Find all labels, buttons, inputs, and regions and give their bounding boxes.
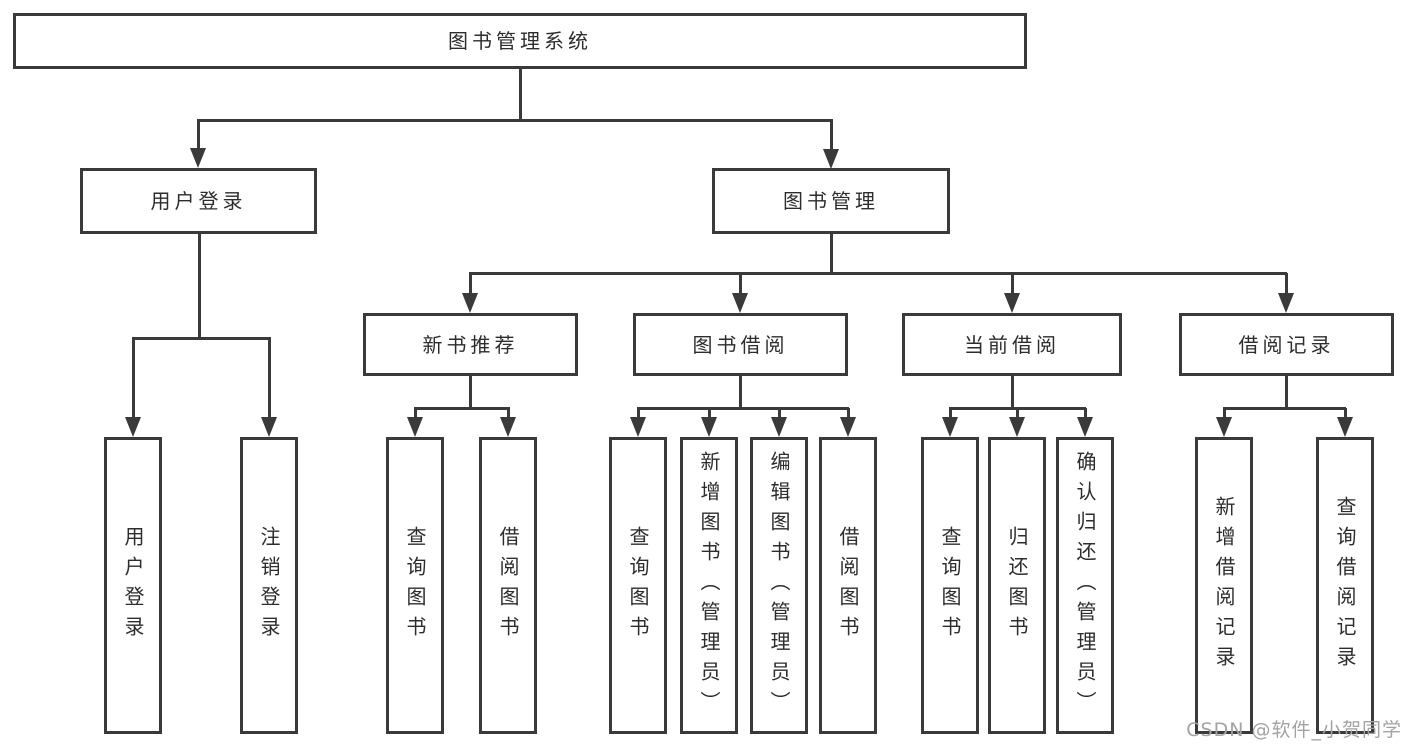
connector-user-login-stem — [198, 234, 201, 340]
leaf-return-books: 归还图书 — [988, 437, 1046, 734]
leaf-confirm-return-admin-label: 确认归还（管理员） — [1073, 450, 1097, 721]
arrow-to-borrow-record — [1278, 273, 1294, 313]
connector-new-book-bus — [414, 407, 510, 410]
leaf-borrow-books-borrowing-label: 借阅图书 — [836, 525, 860, 646]
leaf-add-books-admin: 新增图书（管理员） — [680, 437, 738, 734]
arrow-to-leaf-edit-book — [771, 408, 787, 437]
connector-user-login-bus — [132, 337, 271, 340]
leaf-logout-label: 注销登录 — [257, 525, 281, 646]
connector-book-borrow-stem — [739, 376, 742, 410]
node-current-borrowing-label: 当前借阅 — [964, 332, 1060, 357]
arrow-to-leaf-query-1 — [407, 408, 423, 437]
node-book-borrowing: 图书借阅 — [633, 313, 848, 376]
arrow-to-leaf-query-2 — [630, 408, 646, 437]
arrow-to-book-borrow — [732, 273, 748, 313]
connector-borrow-record-stem — [1285, 376, 1288, 410]
arrow-to-user-login — [190, 120, 206, 168]
node-root: 图书管理系统 — [13, 13, 1027, 69]
arrow-to-current-borrow — [1004, 273, 1020, 313]
connector-new-book-stem — [469, 376, 472, 410]
node-current-borrowing: 当前借阅 — [902, 313, 1122, 376]
leaf-query-books-borrowing: 查询图书 — [609, 437, 667, 734]
arrow-to-leaf-return-book — [1009, 408, 1025, 437]
leaf-query-books-borrowing-label: 查询图书 — [626, 525, 650, 646]
arrow-to-leaf-logout — [261, 338, 277, 437]
node-user-login: 用户登录 — [80, 168, 317, 234]
node-book-borrowing-label: 图书借阅 — [692, 332, 789, 357]
connector-root-stem — [519, 69, 522, 120]
leaf-logout: 注销登录 — [240, 437, 298, 734]
leaf-query-books-current-label: 查询图书 — [938, 525, 962, 646]
arrow-to-leaf-add-book — [701, 408, 717, 437]
arrow-to-leaf-add-record — [1216, 408, 1232, 437]
leaf-query-books-recommend: 查询图书 — [386, 437, 444, 734]
connector-book-mgmt-bus — [469, 272, 1287, 275]
arrow-to-leaf-query-3 — [942, 408, 958, 437]
node-new-book-recommend-label: 新书推荐 — [422, 332, 519, 357]
node-borrowing-records-label: 借阅记录 — [1238, 332, 1335, 357]
leaf-add-borrow-record-label: 新增借阅记录 — [1212, 495, 1236, 676]
leaf-query-borrow-record: 查询借阅记录 — [1316, 437, 1374, 734]
connector-borrow-record-bus — [1223, 407, 1346, 410]
leaf-add-books-admin-label: 新增图书（管理员） — [697, 450, 721, 721]
node-new-book-recommend: 新书推荐 — [363, 313, 578, 376]
watermark-text: CSDN @软件_小贺同学 — [1186, 719, 1402, 741]
connector-root-bus — [197, 119, 833, 122]
leaf-borrow-books-borrowing: 借阅图书 — [819, 437, 877, 734]
arrow-to-leaf-borrow-1 — [500, 408, 516, 437]
node-borrowing-records: 借阅记录 — [1179, 313, 1394, 376]
arrow-to-book-mgmt — [823, 120, 839, 169]
arrow-to-leaf-query-record — [1337, 408, 1353, 437]
leaf-query-books-current: 查询图书 — [921, 437, 979, 734]
leaf-edit-books-admin-label: 编辑图书（管理员） — [767, 450, 791, 721]
leaf-query-borrow-record-label: 查询借阅记录 — [1333, 495, 1357, 676]
leaf-edit-books-admin: 编辑图书（管理员） — [750, 437, 808, 734]
leaf-borrow-books-recommend: 借阅图书 — [479, 437, 537, 734]
node-user-login-label: 用户登录 — [150, 189, 247, 213]
node-book-management-label: 图书管理 — [783, 189, 879, 213]
arrow-to-leaf-user-login — [125, 338, 141, 437]
leaf-confirm-return-admin: 确认归还（管理员） — [1056, 437, 1114, 734]
leaf-return-books-label: 归还图书 — [1005, 525, 1029, 646]
leaf-borrow-books-recommend-label: 借阅图书 — [496, 525, 520, 646]
leaf-query-books-recommend-label: 查询图书 — [403, 525, 427, 646]
connector-current-borrow-stem — [1011, 376, 1014, 410]
leaf-user-login: 用户登录 — [104, 437, 162, 734]
arrow-to-leaf-borrow-2 — [840, 408, 856, 437]
arrow-to-new-book — [462, 273, 478, 313]
connector-book-mgmt-stem — [830, 234, 833, 274]
leaf-user-login-label: 用户登录 — [121, 525, 145, 646]
node-root-label: 图书管理系统 — [448, 29, 592, 53]
connector-book-borrow-bus — [637, 407, 849, 410]
arrow-to-leaf-confirm-return — [1077, 408, 1093, 437]
leaf-add-borrow-record: 新增借阅记录 — [1195, 437, 1253, 734]
node-book-management: 图书管理 — [712, 168, 950, 234]
